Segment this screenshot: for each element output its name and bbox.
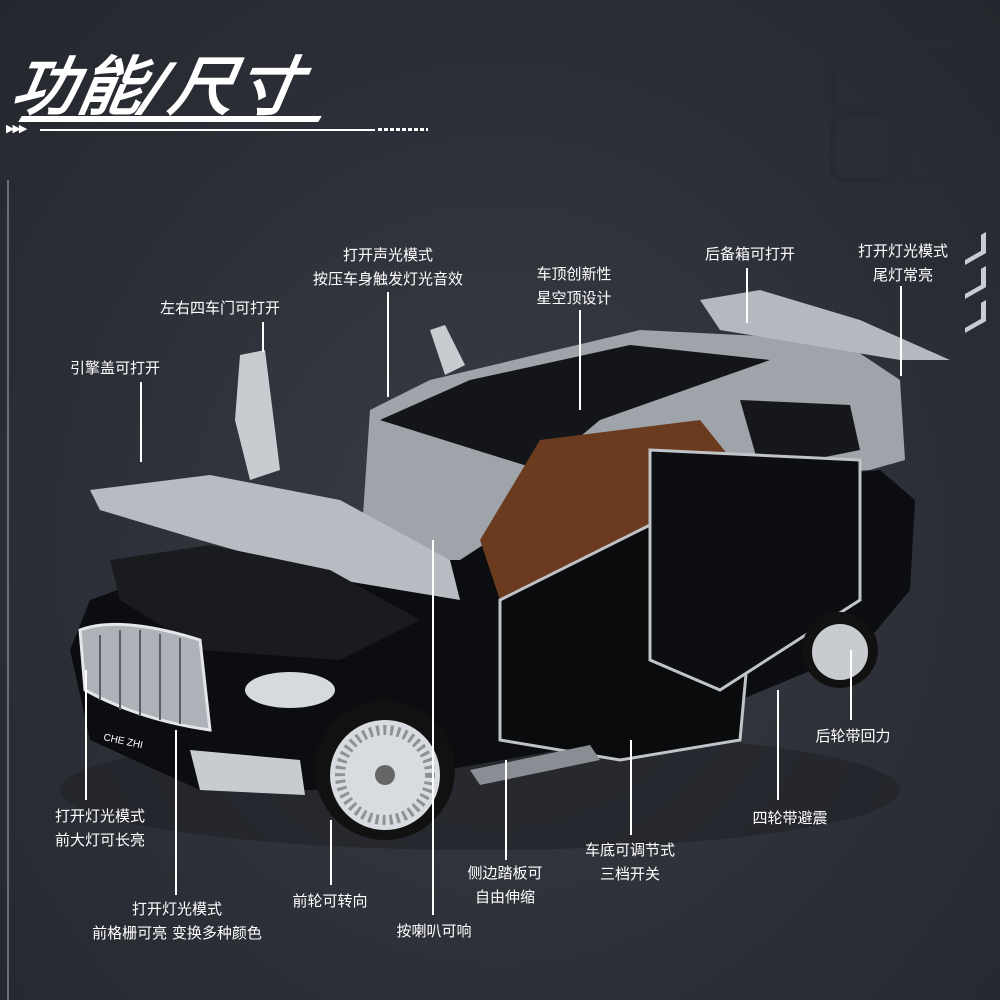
- label-grille: 打开灯光模式 前格栅可亮 变换多种颜色: [92, 897, 262, 945]
- label-line: 按压车身触发灯光音效: [312, 270, 464, 288]
- label-line: 车顶创新性: [536, 265, 612, 283]
- leader-line: [777, 690, 779, 800]
- label-doors: 左右四车门可打开: [159, 299, 281, 317]
- leader-line: [175, 730, 177, 895]
- label-line: 前格栅可亮 变换多种颜色: [92, 924, 262, 942]
- label-taillight: 打开灯光模式 尾灯常亮: [858, 239, 948, 287]
- leader-line: [85, 670, 87, 800]
- label-line: 打开灯光模式: [857, 242, 949, 260]
- leader-line: [900, 286, 902, 376]
- label-step: 侧边踏板可 自由伸缩: [467, 861, 542, 909]
- label-line: 打开灯光模式: [54, 807, 146, 825]
- label-pullback: 后轮带回力: [815, 727, 891, 745]
- label-headlight: 打开灯光模式 前大灯可长亮: [55, 804, 145, 852]
- label-line: 自由伸缩: [474, 888, 536, 906]
- label-line: 尾灯常亮: [872, 266, 934, 284]
- leader-line: [140, 382, 142, 462]
- leader-line: [505, 760, 507, 860]
- label-roof: 车顶创新性 星空顶设计: [536, 262, 611, 310]
- leader-line: [579, 310, 581, 410]
- label-suspension: 四轮带避震: [752, 809, 828, 827]
- leader-line: [432, 540, 434, 915]
- label-horn: 按喇叭可响: [396, 922, 472, 940]
- label-line: 星空顶设计: [536, 289, 612, 307]
- label-steering: 前轮可转向: [292, 892, 368, 910]
- label-sound-light: 打开声光模式 按压车身触发灯光音效: [313, 243, 463, 291]
- label-trunk: 后备箱可打开: [704, 245, 796, 263]
- leader-line: [746, 268, 748, 323]
- dotted-divider: [378, 128, 428, 131]
- leader-line: [630, 740, 632, 835]
- left-rule: [7, 180, 9, 1000]
- label-hood: 引擎盖可打开: [69, 359, 161, 377]
- label-line: 打开灯光模式: [131, 900, 222, 918]
- label-line: 三档开关: [599, 865, 661, 883]
- leader-line: [262, 322, 264, 352]
- divider: [40, 129, 375, 131]
- label-line: 前大灯可长亮: [54, 831, 146, 849]
- arrows-icon: ▶▶▶: [6, 122, 27, 135]
- leader-line: [330, 820, 332, 885]
- label-line: 侧边踏板可: [467, 864, 543, 882]
- label-line: 车底可调节式: [584, 841, 676, 859]
- label-chassis: 车底可调节式 三档开关: [585, 838, 675, 886]
- leader-line: [387, 292, 389, 397]
- decorative-squares-icon: [830, 40, 970, 185]
- label-line: 打开声光模式: [342, 246, 434, 264]
- leader-line: [850, 650, 852, 720]
